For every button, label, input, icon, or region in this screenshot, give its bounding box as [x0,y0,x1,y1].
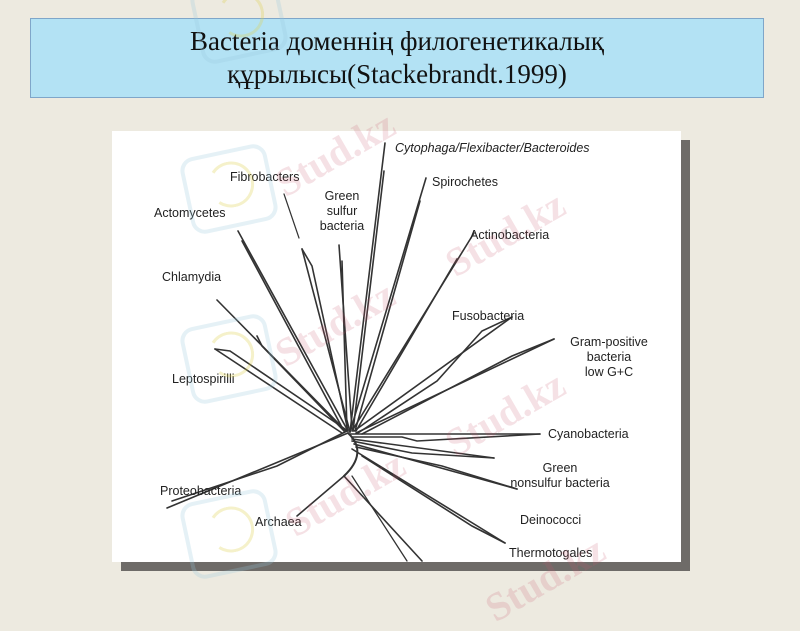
label-gram-pos-line1: Gram-positive [570,335,648,349]
label-cyanobacteria: Cyanobacteria [548,427,629,441]
label-thermotogales: Thermotogales [509,546,593,560]
label-actinobacteria: Actinobacteria [470,228,550,242]
label-gram-pos-line2: bacteria [586,350,632,364]
label-chlamydia: Chlamydia [162,270,222,284]
label-green-sulfur-line1: Green [324,189,360,203]
label-fusobacteria: Fusobacteria [452,309,525,323]
label-spirochetes: Spirochetes [432,175,499,189]
phylogenetic-tree-figure: Cytophaga/Flexibacter/Bacteroides Spiroc… [112,131,681,562]
label-gram-pos-line3: low G+C [584,365,634,379]
label-actomycetes: Actomycetes [154,206,226,220]
label-leptospirilli: Leptospirilli [172,372,235,386]
label-gram-positive-low-gc: Gram-positive bacteria low G+C [559,335,659,380]
label-archaea: Archaea [255,515,302,529]
label-green-sulfur-line2: sulfur [326,204,358,218]
slide-title: Bacteria доменнің филогенетикалық құрылы… [30,18,764,98]
tree-branches [166,142,555,562]
label-green-nonsulfur-bacteria: Green nonsulfur bacteria [500,461,620,491]
slide-title-line-2: құрылысы(Stackebrandt.1999) [227,59,567,89]
label-deinococci: Deinococci [520,513,582,527]
label-fibrobacters: Fibrobacters [230,170,300,184]
label-green-nonsulfur-line2: nonsulfur bacteria [510,476,610,490]
slide-title-line-1: Bacteria доменнің филогенетикалық [189,26,605,56]
label-green-sulfur-bacteria: Green sulfur bacteria [314,189,370,234]
label-green-nonsulfur-line1: Green [542,461,578,475]
label-cytophaga: Cytophaga/Flexibacter/Bacteroides [395,141,590,155]
label-proteobacteria: Proteobacteria [160,484,242,498]
label-green-sulfur-line3: bacteria [319,219,365,233]
